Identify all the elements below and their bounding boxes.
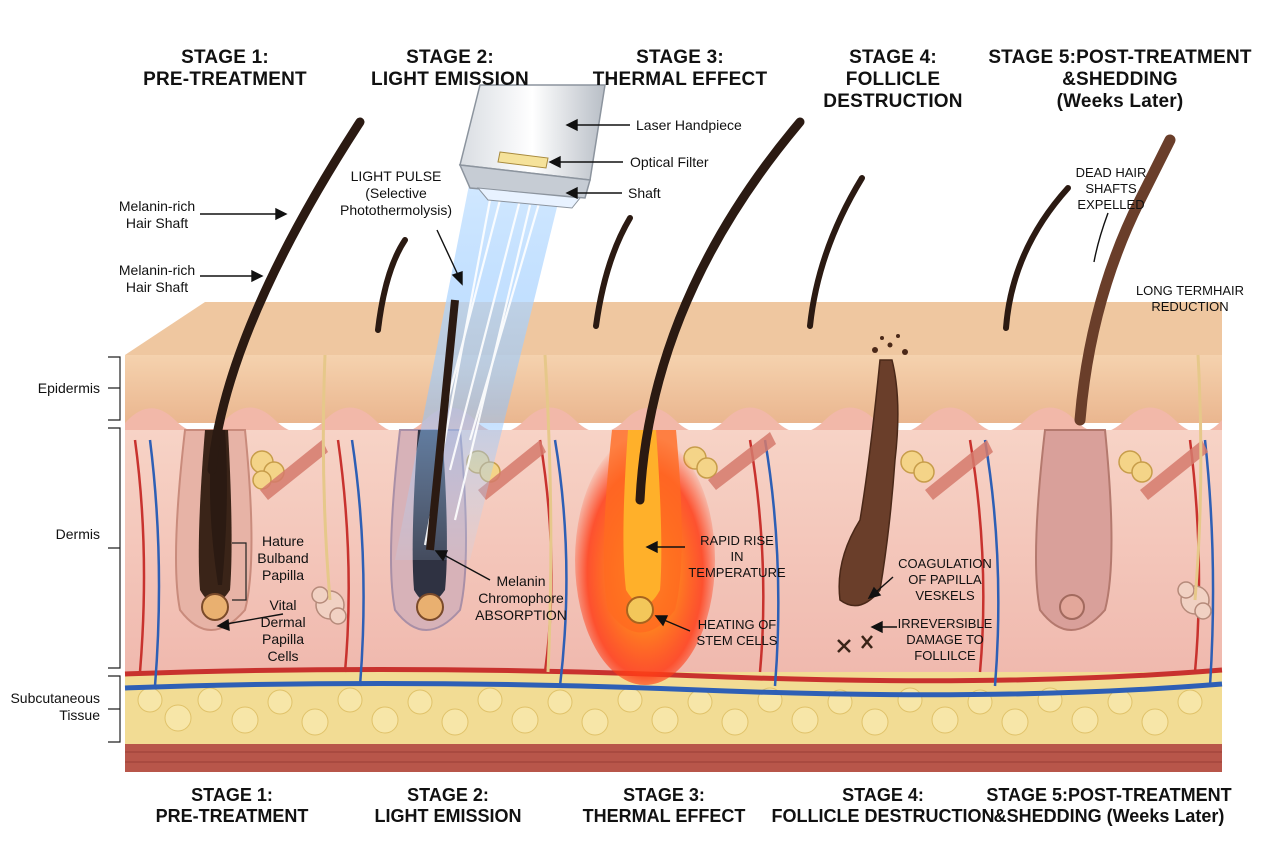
expelled-hair-shaft <box>1074 134 1176 426</box>
label-laser-handpiece: Laser Handpiece <box>636 117 742 133</box>
main-vein <box>124 680 1223 698</box>
bottom-title-stage-5: STAGE 5:POST-TREATMENT&SHEDDING (Weeks L… <box>986 785 1232 826</box>
label-shaft: Shaft <box>628 185 661 201</box>
layer-label-dermis: Dermis <box>55 526 100 542</box>
label-optical-filter: Optical Filter <box>630 154 709 170</box>
top-title-stage-5: STAGE 5:POST-TREATMENT&SHEDDING(Weeks La… <box>988 47 1252 112</box>
stage5-follicle <box>1035 134 1176 631</box>
stage1-follicle <box>175 117 365 631</box>
top-title-stage-1: STAGE 1:PRE-TREATMENT <box>143 47 307 90</box>
stage3-follicle <box>575 117 805 685</box>
layer-label-epidermis: Epidermis <box>37 380 100 396</box>
stage4-follicle <box>837 334 908 653</box>
top-title-stage-3: STAGE 3:THERMAL EFFECT <box>592 47 768 90</box>
optical-filter <box>497 151 549 169</box>
bottom-title-stage-4: STAGE 4:FOLLICLE DESTRUCTION <box>771 785 995 826</box>
laser-handpiece <box>458 84 606 209</box>
main-artery <box>124 666 1223 684</box>
muscle-layer <box>125 744 1222 772</box>
stage1-hair-shaft <box>207 117 365 475</box>
bottom-title-stage-2: STAGE 2:LIGHT EMISSION <box>374 785 522 826</box>
top-title-stage-2: STAGE 2:LIGHT EMISSION <box>371 47 529 90</box>
bottom-title-stage-1: STAGE 1:PRE-TREATMENT <box>155 785 309 826</box>
bottom-title-stage-3: STAGE 3:THERMAL EFFECT <box>582 785 746 826</box>
